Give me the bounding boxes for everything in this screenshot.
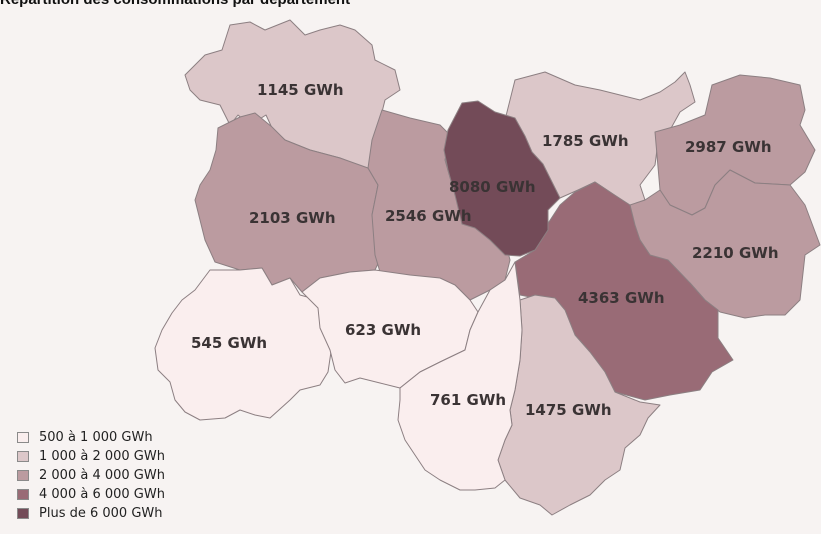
legend-swatch [17, 451, 29, 462]
department-label: 1785 GWh [542, 132, 629, 150]
legend-swatch [17, 489, 29, 500]
department-label: 2546 GWh [385, 207, 472, 225]
department-label: 2103 GWh [249, 209, 336, 227]
legend-label: 4 000 à 6 000 GWh [39, 487, 165, 502]
department-label: 1475 GWh [525, 401, 612, 419]
department-label: 2210 GWh [692, 244, 779, 262]
legend-label: 1 000 à 2 000 GWh [39, 449, 165, 464]
legend-item: 500 à 1 000 GWh [17, 428, 165, 447]
legend-label: Plus de 6 000 GWh [39, 506, 163, 521]
legend-item: 1 000 à 2 000 GWh [17, 447, 165, 466]
legend-swatch [17, 470, 29, 481]
legend-label: 500 à 1 000 GWh [39, 430, 153, 445]
department-region [397, 261, 523, 491]
department-label: 761 GWh [430, 391, 506, 409]
department-label: 545 GWh [191, 334, 267, 352]
legend-label: 2 000 à 4 000 GWh [39, 468, 165, 483]
map-legend: 500 à 1 000 GWh 1 000 à 2 000 GWh 2 000 … [17, 428, 165, 523]
department-region [154, 267, 333, 421]
legend-swatch [17, 508, 29, 519]
legend-item: 4 000 à 6 000 GWh [17, 485, 165, 504]
department-region [184, 19, 401, 171]
legend-item: 2 000 à 4 000 GWh [17, 466, 165, 485]
department-region [497, 294, 661, 516]
map-title: Répartition des consommations par départ… [0, 0, 350, 8]
department-label: 623 GWh [345, 321, 421, 339]
department-label: 1145 GWh [257, 81, 344, 99]
department-region [443, 100, 561, 257]
department-label: 4363 GWh [578, 289, 665, 307]
legend-swatch [17, 432, 29, 443]
legend-item: Plus de 6 000 GWh [17, 504, 165, 523]
department-label: 8080 GWh [449, 178, 536, 196]
department-label: 2987 GWh [685, 138, 772, 156]
